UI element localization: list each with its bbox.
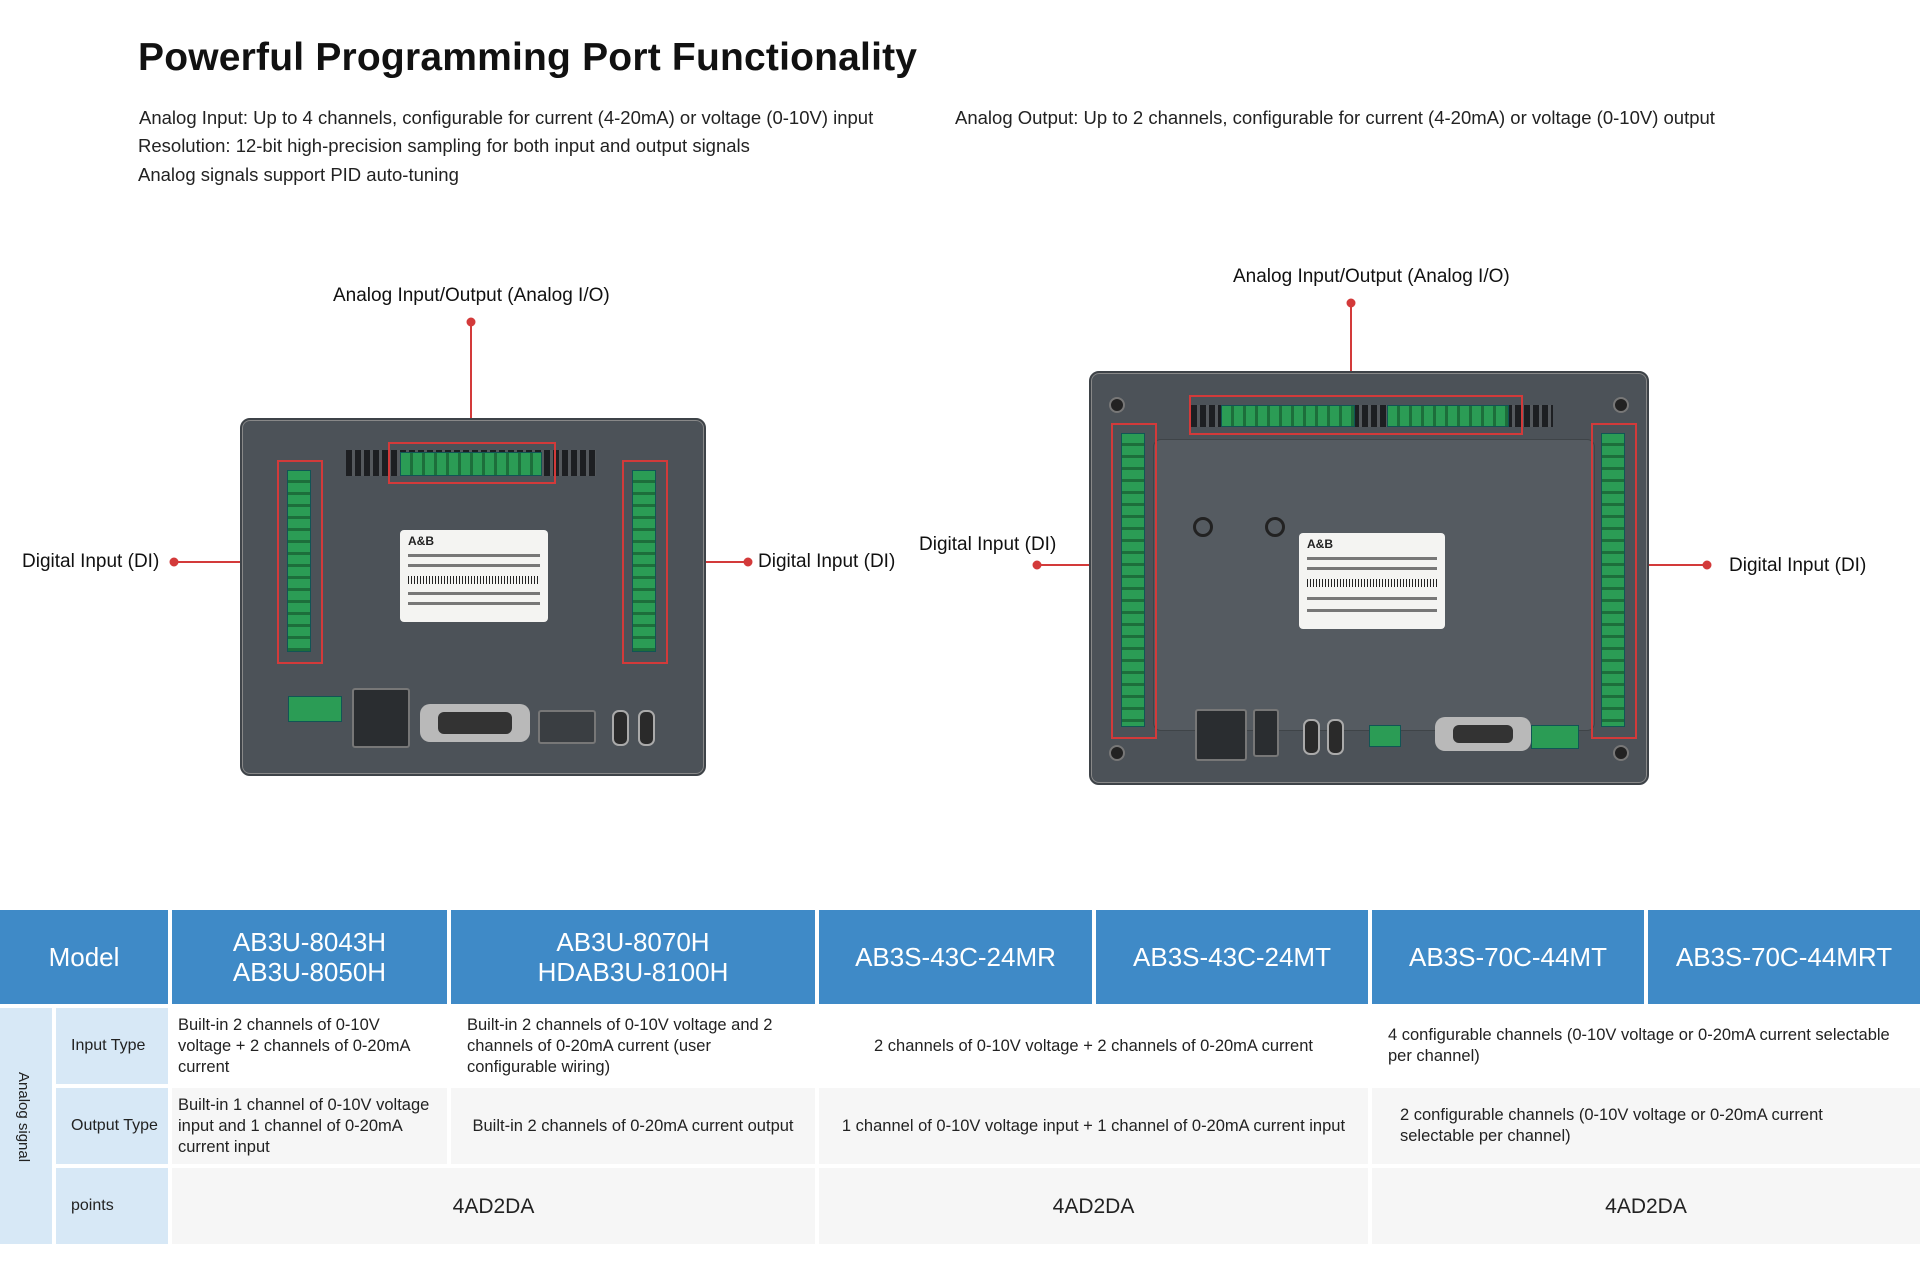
header-model-5: AB3S-70C-44MT [1372, 910, 1644, 1004]
callout-leader-lines [169, 298, 1712, 570]
left-device-rear: A&B [240, 418, 706, 776]
output-cell-4: 2 configurable channels (0-10V voltage o… [1372, 1088, 1920, 1164]
header-model-2: AB3U-8070H HDAB3U-8100H [451, 910, 815, 1004]
page-title: Powerful Programming Port Functionality [138, 36, 918, 79]
resolution-text: Resolution: 12-bit high-precision sampli… [138, 135, 750, 156]
output-cell-3: 1 channel of 0-10V voltage input + 1 cha… [819, 1088, 1368, 1164]
header-model-label: Model [0, 910, 168, 1004]
right-device-rear: A&B [1089, 371, 1649, 785]
right-power-terminal [1531, 725, 1579, 749]
row-label-points: points [71, 1197, 114, 1214]
right-di-terminal-left [1121, 433, 1145, 727]
points-cell-1: 4AD2DA [172, 1168, 815, 1244]
input-cell-1: Built-in 2 channels of 0-10V voltage + 2… [172, 1008, 447, 1084]
right-analog-io-callout: Analog Input/Output (Analog I/O) [1233, 266, 1510, 287]
row-label-input-type: Input Type [71, 1037, 146, 1054]
row-label-output-type: Output Type [71, 1117, 158, 1134]
left-analog-terminal [400, 452, 542, 476]
left-power-terminal [288, 696, 342, 722]
right-usb-port [1253, 709, 1279, 757]
header-model-3: AB3S-43C-24MR [819, 910, 1092, 1004]
right-product-label: A&B [1299, 533, 1445, 629]
left-serial-port [420, 704, 530, 742]
left-di-callout-left: Digital Input (DI) [22, 551, 160, 572]
left-sticker-brand: A&B [408, 534, 434, 548]
header-model-6: AB3S-70C-44MRT [1648, 910, 1920, 1004]
right-usbc-port-1 [1303, 719, 1320, 755]
input-cell-3: 2 channels of 0-10V voltage + 2 channels… [819, 1008, 1368, 1084]
points-cell-2: 4AD2DA [819, 1168, 1368, 1244]
input-cell-2: Built-in 2 channels of 0-10V voltage and… [451, 1008, 815, 1084]
input-cell-4: 4 configurable channels (0-10V voltage o… [1372, 1008, 1920, 1084]
right-usbc-port-2 [1327, 719, 1344, 755]
pid-text: Analog signals support PID auto-tuning [138, 164, 459, 185]
points-cell-3: 4AD2DA [1372, 1168, 1920, 1244]
right-ethernet-port [1195, 709, 1247, 761]
right-serial-port [1435, 717, 1531, 751]
left-usbc-port-2 [638, 710, 655, 746]
left-di-callout-right: Digital Input (DI) [758, 551, 896, 572]
right-di-terminal-right [1601, 433, 1625, 727]
analog-input-text: Analog Input: Up to 4 channels, configur… [139, 107, 874, 128]
left-usbc-port-1 [612, 710, 629, 746]
right-di-callout-right: Digital Input (DI) [1729, 555, 1867, 576]
analog-signal-group-label: Analog signal [15, 1072, 32, 1163]
right-comm-terminal [1369, 725, 1401, 747]
left-analog-io-callout: Analog Input/Output (Analog I/O) [333, 285, 610, 306]
left-di-terminal-right [632, 470, 656, 652]
right-analog-terminal-1 [1221, 405, 1355, 427]
output-cell-1: Built-in 1 channel of 0-10V voltage inpu… [172, 1088, 447, 1164]
right-sticker-brand: A&B [1307, 537, 1333, 551]
header-model-1: AB3U-8043H AB3U-8050H [172, 910, 447, 1004]
right-analog-terminal-2 [1387, 405, 1509, 427]
analog-signal-group-cell [0, 1008, 52, 1244]
output-cell-2: Built-in 2 channels of 0-20mA current ou… [451, 1088, 815, 1164]
left-product-label: A&B [400, 530, 548, 622]
left-di-terminal-left [287, 470, 311, 652]
left-usb-port [538, 710, 596, 744]
header-model-4: AB3S-43C-24MT [1096, 910, 1368, 1004]
analog-output-text: Analog Output: Up to 2 channels, configu… [955, 107, 1715, 128]
right-di-callout-left: Digital Input (DI) [919, 534, 1057, 555]
left-ethernet-port [352, 688, 410, 748]
